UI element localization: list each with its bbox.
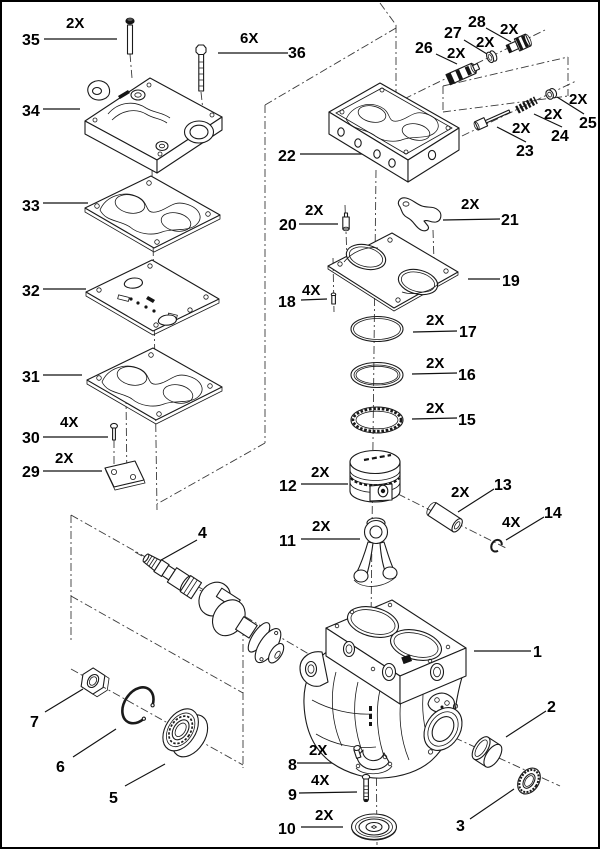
part-drawing-4-crankshaft bbox=[142, 553, 285, 664]
callout-7: 7 bbox=[30, 714, 39, 731]
qty-17: 2X bbox=[426, 312, 444, 329]
part-drawing-7-nut bbox=[80, 667, 110, 698]
qty-26: 2X bbox=[447, 45, 465, 62]
part-drawing-34-cylinder-head bbox=[84, 77, 223, 174]
callout-11: 11 bbox=[279, 533, 296, 550]
callout-33: 33 bbox=[22, 198, 40, 215]
part-drawing-28-fitting bbox=[505, 33, 532, 54]
callout-5: 5 bbox=[109, 790, 118, 807]
callout-19: 19 bbox=[502, 273, 520, 290]
callout-25: 25 bbox=[579, 115, 597, 132]
part-drawing-32-valve-plate bbox=[85, 259, 220, 336]
qty-20: 2X bbox=[305, 202, 323, 219]
qty-30: 4X bbox=[60, 414, 78, 431]
qty-35: 2X bbox=[66, 15, 84, 32]
callout-22: 22 bbox=[278, 148, 296, 165]
qty-12: 2X bbox=[311, 464, 329, 481]
callout-23: 23 bbox=[516, 143, 534, 160]
qty-21: 2X bbox=[461, 196, 479, 213]
callout-29: 29 bbox=[22, 464, 40, 481]
callout-32: 32 bbox=[22, 283, 40, 300]
qty-18: 4X bbox=[302, 282, 320, 299]
qty-27: 2X bbox=[476, 34, 494, 51]
callout-17: 17 bbox=[459, 324, 477, 341]
callout-27: 27 bbox=[444, 25, 462, 42]
part-drawing-17-ring bbox=[350, 315, 404, 343]
callout-6: 6 bbox=[56, 759, 65, 776]
part-drawing-26-valve-piston bbox=[445, 62, 481, 86]
part-drawing-5-bearing bbox=[162, 708, 209, 758]
part-drawing-35-bolt bbox=[125, 17, 135, 55]
qty-8: 2X bbox=[309, 742, 327, 759]
qty-14: 4X bbox=[502, 514, 520, 531]
callout-31: 31 bbox=[22, 369, 40, 386]
part-drawing-24-spring bbox=[515, 96, 538, 114]
qty-24: 2X bbox=[544, 106, 562, 123]
qty-16: 2X bbox=[426, 355, 444, 372]
callout-21: 21 bbox=[501, 212, 519, 229]
callout-8: 8 bbox=[288, 757, 297, 774]
part-drawing-36-bolt bbox=[195, 44, 207, 92]
qty-13: 2X bbox=[451, 484, 469, 501]
part-drawing-15-ring bbox=[350, 406, 404, 434]
part-drawing-8-bearing-cap bbox=[353, 744, 390, 771]
callout-24: 24 bbox=[551, 128, 569, 145]
qty-29: 2X bbox=[55, 450, 73, 467]
part-drawing-19-head-gasket bbox=[327, 232, 459, 312]
callout-36: 36 bbox=[288, 45, 306, 62]
part-drawing-13-piston-pin bbox=[426, 501, 463, 533]
part-drawing-9-bolt bbox=[361, 773, 371, 803]
callout-9: 9 bbox=[288, 787, 297, 804]
callout-28: 28 bbox=[468, 14, 486, 31]
part-drawing-20-pin bbox=[342, 212, 350, 232]
qty-9: 4X bbox=[311, 772, 329, 789]
qty-15: 2X bbox=[426, 400, 444, 417]
part-drawing-27-washer bbox=[485, 50, 498, 64]
callout-labels: 35 2X 6X 36 34 33 32 31 4X 30 2X 29 4 7 … bbox=[22, 14, 597, 838]
callout-2: 2 bbox=[547, 699, 556, 716]
callout-15: 15 bbox=[458, 412, 476, 429]
callout-1: 1 bbox=[533, 644, 542, 661]
part-drawing-12-piston bbox=[349, 449, 401, 503]
part-drawing-11-connecting-rod bbox=[353, 517, 398, 587]
callout-35: 35 bbox=[22, 32, 40, 49]
part-drawing-2-bushing bbox=[471, 736, 503, 768]
part-drawing-22-valve-plate-assembly bbox=[328, 82, 460, 183]
qty-36: 6X bbox=[240, 30, 258, 47]
part-drawing-30-screw bbox=[110, 422, 118, 441]
qty-11: 2X bbox=[312, 518, 330, 535]
callout-16: 16 bbox=[458, 367, 476, 384]
callout-4: 4 bbox=[198, 525, 207, 542]
part-drawing-25-nut bbox=[545, 88, 558, 100]
part-drawing-21-reed-valve bbox=[397, 197, 442, 232]
qty-23: 2X bbox=[512, 120, 530, 137]
callout-34: 34 bbox=[22, 103, 40, 120]
part-drawing-31-gasket bbox=[86, 347, 223, 425]
part-drawing-33-gasket bbox=[84, 175, 221, 253]
part-drawing-18-pin bbox=[330, 292, 337, 305]
callout-3: 3 bbox=[456, 818, 465, 835]
callout-30: 30 bbox=[22, 430, 40, 447]
callout-10: 10 bbox=[278, 821, 296, 838]
callout-14: 14 bbox=[544, 505, 562, 522]
part-drawing-29-valve-stop bbox=[104, 460, 146, 491]
part-drawing-6-snap-ring bbox=[121, 686, 155, 725]
callout-18: 18 bbox=[278, 294, 296, 311]
part-drawing-3-seal-ring bbox=[517, 767, 541, 795]
part-drawing-1-cylinder-block bbox=[299, 599, 467, 779]
part-drawing-10-cover-plate bbox=[350, 813, 398, 841]
part-drawing-16-ring bbox=[350, 361, 404, 389]
part-drawing-23-pin bbox=[473, 109, 511, 131]
qty-10: 2X bbox=[315, 807, 333, 824]
qty-25: 2X bbox=[569, 91, 587, 108]
callout-26: 26 bbox=[415, 40, 433, 57]
qty-28: 2X bbox=[500, 21, 518, 38]
leader-lines bbox=[43, 27, 585, 828]
callout-20: 20 bbox=[279, 217, 297, 234]
part-drawing-14-circlip bbox=[490, 538, 503, 553]
callout-13: 13 bbox=[494, 477, 512, 494]
callout-12: 12 bbox=[279, 478, 297, 495]
